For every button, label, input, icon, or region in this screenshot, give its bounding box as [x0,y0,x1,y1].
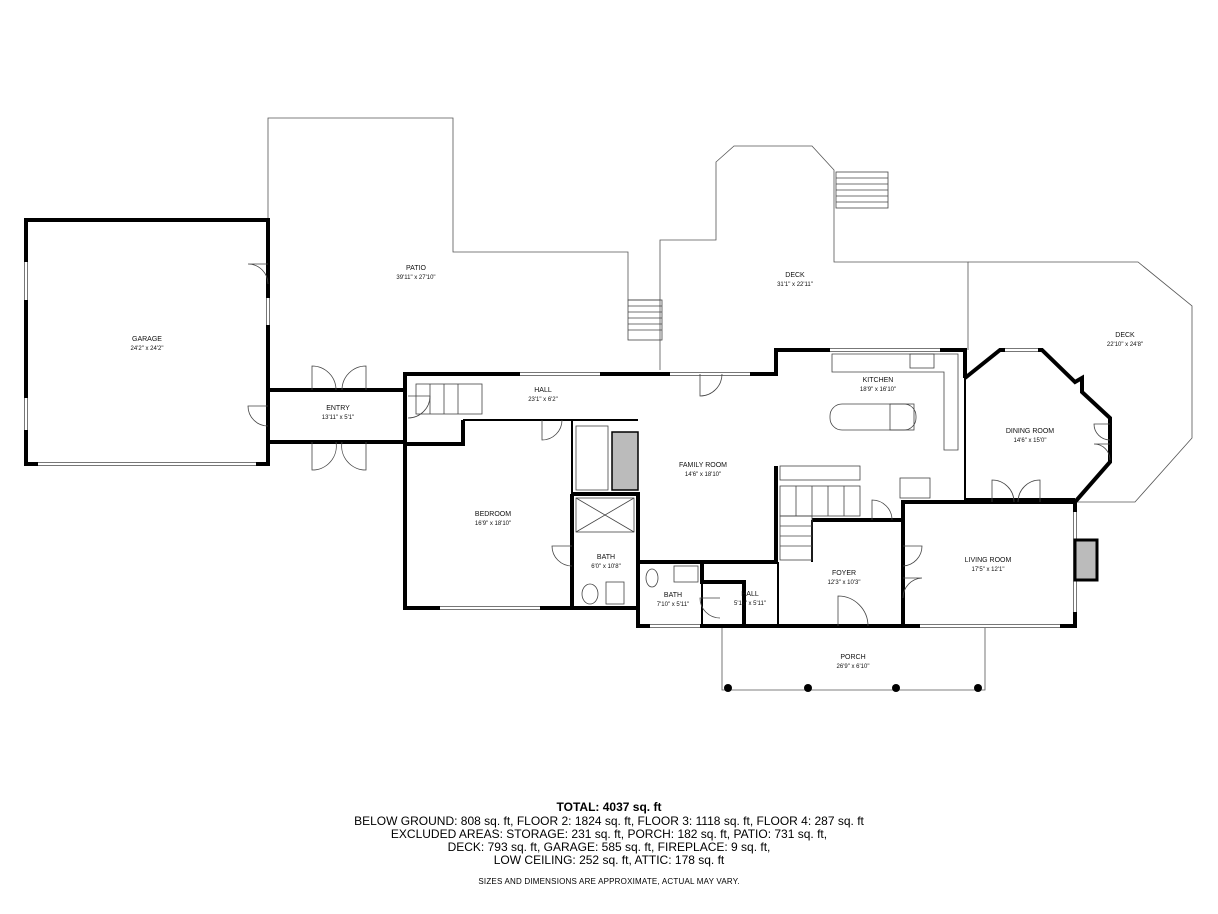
svg-text:BATH: BATH [597,554,615,561]
area-summary: TOTAL: 4037 sq. ft BELOW GROUND: 808 sq.… [0,800,1218,886]
room-label-hall-upper: HALL 23'1" x 6'2" [528,387,558,403]
svg-text:14'6" x 18'10": 14'6" x 18'10" [685,472,721,478]
entry-walls [268,388,405,444]
area-breakdown-line-4: LOW CEILING: 252 sq. ft, ATTIC: 178 sq. … [493,853,725,867]
svg-text:BATH: BATH [664,592,682,599]
svg-text:FOYER: FOYER [832,570,856,577]
total-area: TOTAL: 4037 sq. ft [556,800,662,814]
svg-text:7'10" x 5'11": 7'10" x 5'11" [657,602,689,608]
svg-text:23'1" x 6'2": 23'1" x 6'2" [528,397,558,403]
room-label-garage: GARAGE 24'2" x 24'2" [131,336,164,352]
room-label-bath-bedroom: BATH 6'0" x 10'8" [591,554,621,570]
svg-text:31'1" x 22'11": 31'1" x 22'11" [777,282,813,288]
room-label-foyer: FOYER 12'3" x 10'3" [828,570,861,586]
svg-text:6'0" x 10'8": 6'0" x 10'8" [591,564,621,570]
room-label-family-room: FAMILY ROOM 14'6" x 18'10" [679,462,727,478]
room-label-hall-lower: HALL 5'11" x 5'11" [734,591,766,607]
porch-columns [724,684,982,692]
room-label-kitchen: KITCHEN 18'9" x 16'10" [860,377,896,393]
room-label-patio: PATIO 39'11" x 27'10" [396,265,435,281]
deck-stairs-lower [627,299,663,341]
svg-text:ENTRY: ENTRY [326,405,350,412]
svg-text:HALL: HALL [741,591,759,598]
svg-text:13'11" x 5'1": 13'11" x 5'1" [322,415,354,421]
fixtures [415,353,1099,605]
svg-text:KITCHEN: KITCHEN [863,377,894,384]
svg-text:PATIO: PATIO [406,265,427,272]
svg-text:PORCH: PORCH [840,654,865,661]
svg-text:FAMILY ROOM: FAMILY ROOM [679,462,727,469]
area-breakdown-line-3: DECK: 793 sq. ft, GARAGE: 585 sq. ft, FI… [447,840,771,854]
room-label-entry: ENTRY 13'11" x 5'1" [322,405,354,421]
svg-text:LIVING ROOM: LIVING ROOM [965,557,1012,564]
svg-text:DECK: DECK [1115,332,1135,339]
svg-text:5'11" x 5'11": 5'11" x 5'11" [734,601,766,607]
svg-text:22'10" x 24'8": 22'10" x 24'8" [1107,342,1143,348]
room-label-bath-lower: BATH 7'10" x 5'11" [657,592,689,608]
svg-text:DECK: DECK [785,272,805,279]
svg-text:BEDROOM: BEDROOM [475,511,511,518]
svg-text:26'9" x 6'10": 26'9" x 6'10" [837,664,870,670]
room-label-porch: PORCH 26'9" x 6'10" [837,654,870,670]
disclaimer: SIZES AND DIMENSIONS ARE APPROXIMATE, AC… [478,877,740,886]
deck-stairs-upper [835,171,889,209]
svg-text:DINING ROOM: DINING ROOM [1006,428,1054,435]
room-label-living-room: LIVING ROOM 17'5" x 12'1" [965,557,1012,573]
room-label-dining-room: DINING ROOM 14'6" x 15'0" [1006,428,1054,444]
windows [24,262,1077,628]
svg-text:14'6" x 15'0": 14'6" x 15'0" [1014,438,1047,444]
doors [247,263,1111,627]
svg-text:39'11" x 27'10": 39'11" x 27'10" [396,275,435,281]
svg-text:24'2" x 24'2": 24'2" x 24'2" [131,346,164,352]
area-breakdown-line-1: BELOW GROUND: 808 sq. ft, FLOOR 2: 1824 … [354,814,864,828]
house-walls [403,348,1112,628]
svg-text:HALL: HALL [534,387,552,394]
room-label-deck-center: DECK 31'1" x 22'11" [777,272,813,288]
svg-text:16'9" x 18'10": 16'9" x 18'10" [475,521,511,527]
svg-text:12'3" x 10'3": 12'3" x 10'3" [828,580,861,586]
area-breakdown-line-2: EXCLUDED AREAS: STORAGE: 231 sq. ft, POR… [390,827,828,841]
svg-text:GARAGE: GARAGE [132,336,162,343]
svg-text:17'5" x 12'1": 17'5" x 12'1" [972,567,1005,573]
room-label-deck-right: DECK 22'10" x 24'8" [1107,332,1143,348]
svg-text:18'9" x 16'10": 18'9" x 16'10" [860,387,896,393]
room-label-bedroom: BEDROOM 16'9" x 18'10" [475,511,511,527]
